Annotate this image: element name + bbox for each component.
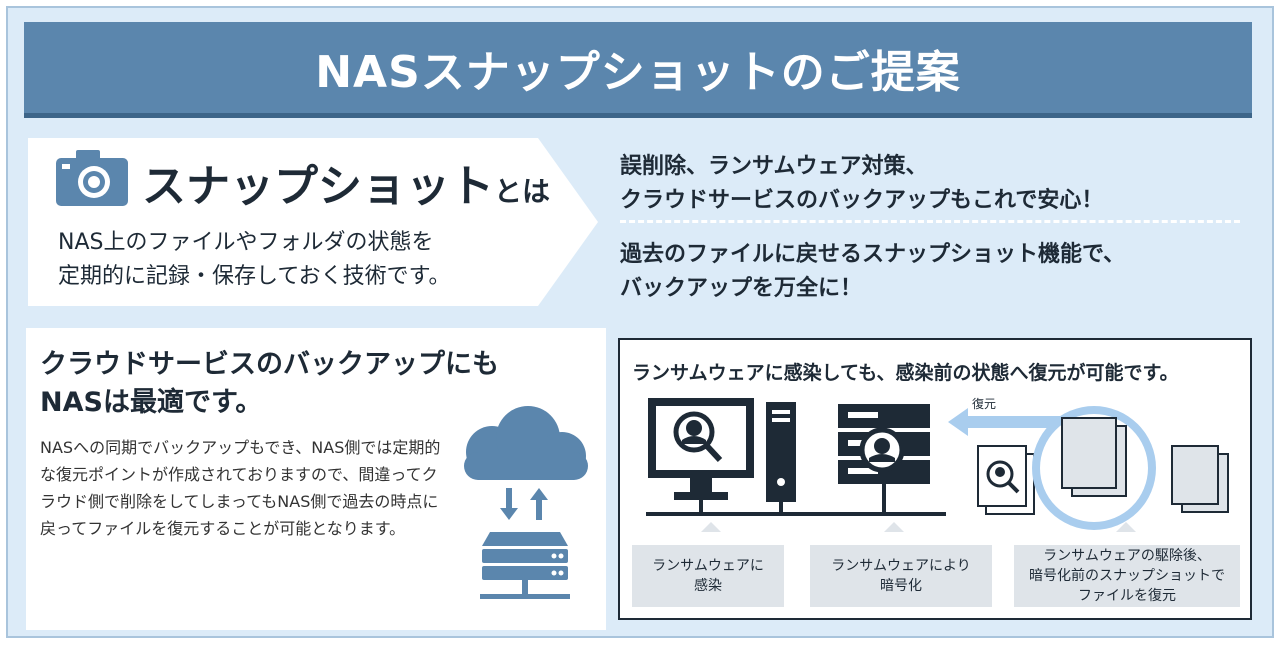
camera-icon xyxy=(56,150,128,206)
dashed-divider xyxy=(620,220,1240,223)
message-line4: バックアップを万全に！ xyxy=(620,276,863,301)
infected-files-icon xyxy=(977,445,1035,515)
clean-files-icon xyxy=(1171,445,1229,513)
step-infected-label: ランサムウェアに 感染 xyxy=(632,545,784,607)
cloud-heading-line1: クラウドサービスのバックアップにも xyxy=(40,349,499,380)
benefit-message-2: 過去のファイルに戻せるスナップショット機能で、 バックアップを万全に！ xyxy=(620,238,1125,306)
step-restored-label: ランサムウェアの駆除後、 暗号化前のスナップショットで ファイルを復元 xyxy=(1014,545,1240,607)
step-encrypted-label: ランサムウェアにより 暗号化 xyxy=(810,545,992,607)
snapshot-heading-text: スナップショット xyxy=(142,161,494,212)
cloud-heading: クラウドサービスのバックアップにも NASは最適です。 xyxy=(40,346,499,422)
virus-magnifier-icon xyxy=(673,411,723,463)
snapshot-files-icon xyxy=(1032,406,1156,530)
nas-server-icon xyxy=(480,532,570,599)
snapshot-desc-line1: NAS上のファイルやフォルダの状態を xyxy=(58,230,434,255)
snapshot-heading: スナップショットとは xyxy=(142,150,550,214)
snapshot-arrow-box xyxy=(28,138,598,306)
cloud-description: NASへの同期でバックアップもでき、NAS側では定期的な復元ポイントが作成されて… xyxy=(40,438,441,538)
title-banner: NASスナップショットのご提案 xyxy=(24,22,1252,118)
ransomware-illustration: 復元 xyxy=(646,396,1229,532)
monitor-icon xyxy=(648,398,754,500)
cloud-icon xyxy=(464,406,588,480)
pc-tower-icon xyxy=(766,402,796,502)
infected-server-icon xyxy=(838,404,930,514)
message-line1: 誤削除、ランサムウェア対策、 xyxy=(620,154,928,179)
cloud-sync-illustration xyxy=(464,406,588,599)
sync-arrows-icon xyxy=(500,488,548,520)
snapshot-description: NAS上のファイルやフォルダの状態を 定期的に記録・保存しておく技術です。 xyxy=(58,226,450,294)
ransomware-title: ランサムウェアに感染しても、感染前の状態へ復元が可能です。 xyxy=(632,362,1179,384)
restore-arrow-icon xyxy=(948,408,1094,436)
restore-label: 復元 xyxy=(972,396,996,411)
cloud-heading-line2: NASは最適です。 xyxy=(40,387,263,418)
snapshot-heading-suffix: とは xyxy=(494,175,551,208)
benefit-message-1: 誤削除、ランサムウェア対策、 クラウドサービスのバックアップもこれで安心！ xyxy=(620,150,1103,218)
page-title: NASスナップショットのご提案 xyxy=(315,46,961,98)
message-line3: 過去のファイルに戻せるスナップショット機能で、 xyxy=(620,242,1126,267)
message-line2: クラウドサービスのバックアップもこれで安心！ xyxy=(620,188,1104,213)
snapshot-desc-line2: 定期的に記録・保存しておく技術です。 xyxy=(58,264,451,289)
